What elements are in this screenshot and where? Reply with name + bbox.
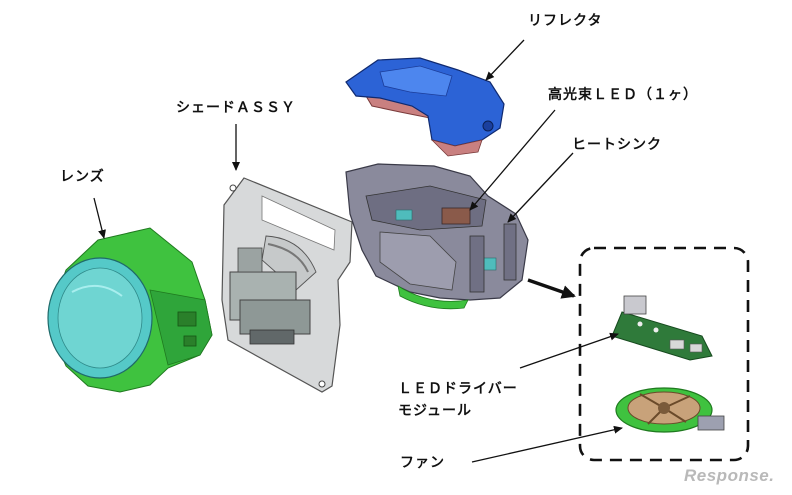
housing-heatsink-part <box>345 163 529 310</box>
response-watermark-logo: Response. <box>684 466 775 485</box>
led-driver-module-part <box>611 295 713 361</box>
label-reflector: リフレクタ <box>528 13 603 29</box>
dashed-detail-box <box>578 246 750 462</box>
arrow-lens <box>93 197 106 239</box>
arrow-high-flux-led <box>469 109 556 211</box>
lens-part <box>47 227 213 393</box>
label-heat-sink: ヒートシンク <box>572 137 662 153</box>
label-fan: ファン <box>400 455 445 471</box>
label-shade-assy: シェードＡＳＳＹ <box>176 100 296 116</box>
fan-part <box>615 387 725 433</box>
label-led-driver-line1: ＬＥＤドライバー <box>398 381 518 397</box>
detail-pointer-arrow <box>527 278 576 299</box>
shade-assy-part <box>221 177 353 393</box>
arrow-led-driver <box>519 332 619 369</box>
arrow-reflector <box>485 39 525 81</box>
leader-arrows <box>93 39 623 463</box>
label-led-driver-line2: モジュール <box>398 403 473 419</box>
reflector-part <box>345 57 505 157</box>
arrow-heat-sink <box>507 152 574 223</box>
label-lens: レンズ <box>60 169 105 185</box>
arrow-fan <box>471 425 623 463</box>
label-high-flux-led: 高光束ＬＥＤ（１ヶ） <box>548 87 698 103</box>
